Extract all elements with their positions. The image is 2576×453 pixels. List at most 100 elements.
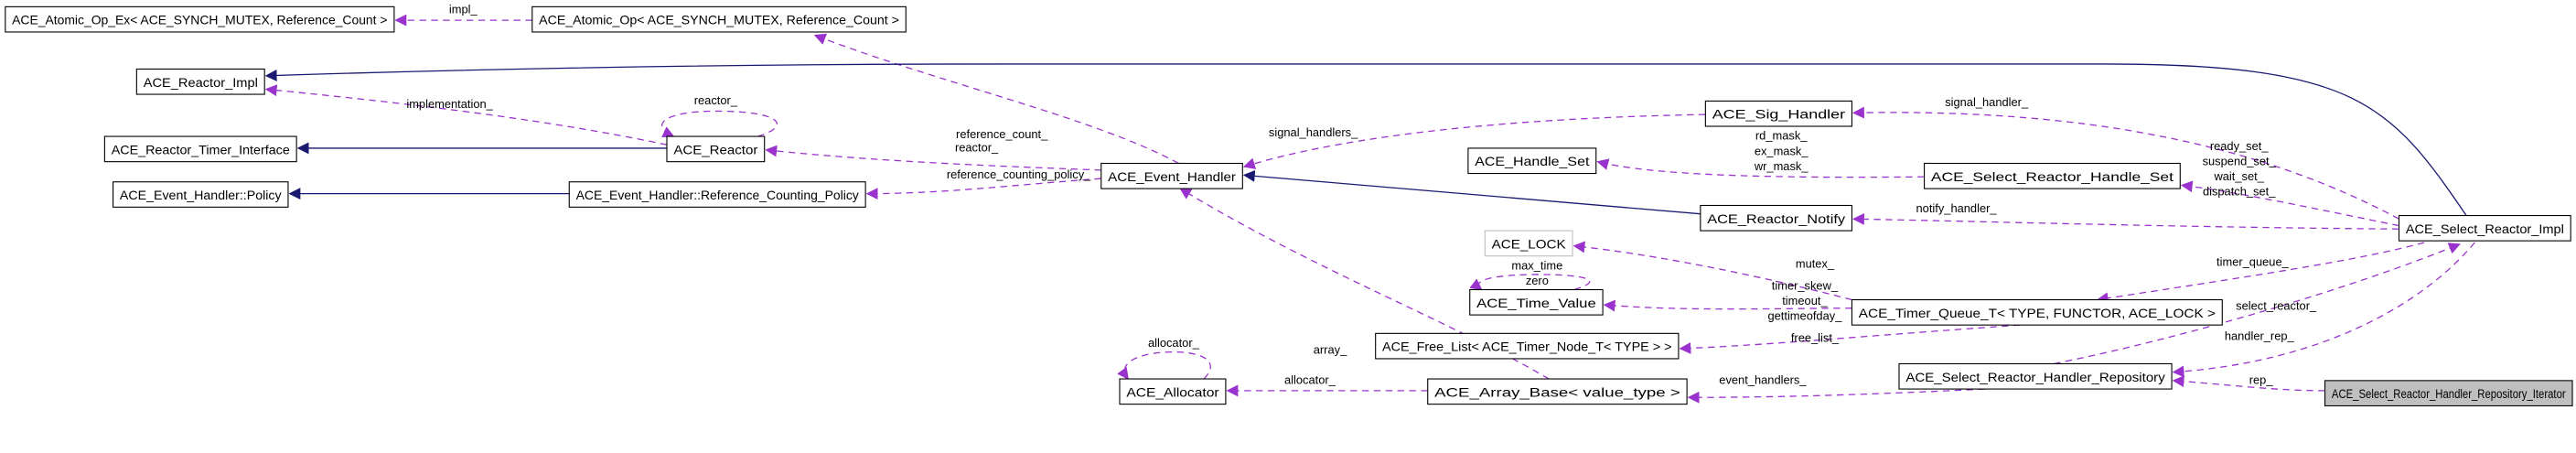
edge-label: free_list_ [1791,331,1840,345]
edge-label: gettimeofday_ [1767,309,1842,323]
usage-arrow [1852,106,2399,220]
edge-select-reactor-impl-to-reactor-notify: notify_handler_ [1852,201,2399,230]
node-select-reactor-impl[interactable]: ACE_Select_Reactor_Impl [2398,214,2571,242]
node-label: ACE_Event_Handler::Reference_Counting_Po… [576,188,859,202]
node-atomic-op[interactable]: ACE_Atomic_Op< ACE_SYNCH_MUTEX, Referenc… [531,5,907,33]
node-box [1851,298,2223,326]
node-box [2324,380,2573,407]
usage-arrow [765,145,1101,171]
node-atomic-op-ex[interactable]: ACE_Atomic_Op_Ex< ACE_SYNCH_MUTEX, Refer… [5,5,395,33]
usage-arrow [2180,180,2399,227]
node-label: ACE_Reactor [673,142,757,156]
edge-select-reactor-impl-to-timer-queue: timer_queue_ [2096,242,2425,305]
edge-label: allocator_ [1148,336,1200,350]
node-handler-repository[interactable]: ACE_Select_Reactor_Handler_Repository [1898,362,2173,390]
usage-arrow [1596,158,1925,178]
node-ace-lock[interactable]: ACE_LOCK [1484,230,1573,257]
usage-arrow [1852,213,2399,230]
usage-arrow [1117,351,1211,381]
edge-label: zero [1526,274,1549,287]
usage-arrow [1687,386,2021,404]
node-label: ACE_LOCK [1492,236,1567,251]
edge-label: impl_ [449,3,478,16]
edge-label: timer_queue_ [2216,255,2290,269]
node-box [1484,230,1573,257]
edge-label: timer_skew_ [1772,279,1839,293]
node-box [666,135,766,163]
node-reactor[interactable]: ACE_Reactor [666,135,766,163]
node-box [1100,162,1243,189]
node-reactor-notify[interactable]: ACE_Reactor_Notify [1700,204,1853,232]
node-event-handler[interactable]: ACE_Event_Handler [1100,162,1243,189]
node-box [1700,204,1853,232]
node-label: ACE_Reactor_Impl [144,75,258,90]
node-sr-handle-set[interactable]: ACE_Select_Reactor_Handle_Set [1924,162,2181,189]
node-box [1119,378,1227,405]
node-label: ACE_Reactor_Notify [1707,211,1845,226]
edge-label: ex_mask_ [1755,144,1809,157]
node-reactor-impl[interactable]: ACE_Reactor_Impl [135,68,265,95]
edge-label: suspend_set_ [2203,154,2277,167]
edge-label: dispatch_set_ [2203,184,2276,198]
node-label: ACE_Timer_Queue_T< TYPE, FUNCTOR, ACE_LO… [1859,306,2216,320]
node-box [1898,362,2173,390]
edge-label: event_handlers_ [1719,373,1807,387]
node-box [1427,378,1688,405]
usage-arrow [1603,299,1852,312]
node-box [568,181,866,208]
edge-label: select_reactor_ [2236,299,2317,313]
edge-timer-queue-to-free-list: free_list_ [1679,324,2021,354]
edge-sr-handle-set-to-handle-set: rd_mask_ex_mask_wr_mask_ [1596,129,1925,178]
node-allocator[interactable]: ACE_Allocator [1119,378,1227,405]
usage-arrow [2172,375,2325,392]
edge-select-reactor-impl-to-sig-handler: signal_handler_ [1852,95,2399,220]
node-box [2398,214,2571,242]
edge-allocator-to-allocator: allocator_ [1117,336,1211,381]
node-label: ACE_Atomic_Op_Ex< ACE_SYNCH_MUTEX, Refer… [12,13,387,27]
edge-label: reference_count_ [956,127,1048,141]
edge-label: reactor_ [955,141,999,155]
edge-select-reactor-impl-to-handler-repository: handler_rep_ [2172,242,2475,378]
node-sig-handler[interactable]: ACE_Sig_Handler [1704,100,1853,127]
inheritance-arrow [264,63,2467,216]
node-timer-queue[interactable]: ACE_Timer_Queue_T< TYPE, FUNCTOR, ACE_LO… [1851,298,2223,326]
node-label: ACE_Select_Reactor_Handler_Repository [1905,370,2164,384]
edge-sig-handler-to-event-handler: signal_handlers_ [1242,113,1706,169]
edge-event-handler-to-ref-counting-policy: reference_counting_policy_ [865,167,1101,200]
node-box [1467,147,1597,175]
usage-arrow [1469,274,1591,291]
node-ref-counting-policy[interactable]: ACE_Event_Handler::Reference_Counting_Po… [568,181,866,208]
edge-label: reactor_ [694,93,738,107]
usage-arrow [661,110,778,137]
edge-reactor-to-reactor: reactor_ [661,93,778,137]
node-label: ACE_Time_Value [1476,296,1596,310]
edge-reactor-notify-to-event-handler [1242,169,1701,215]
node-label: ACE_Select_Reactor_Handler_Repository_It… [2332,386,2566,401]
edge-event-handler-to-atomic-op: reference_count_ [813,33,1179,165]
node-time-value[interactable]: ACE_Time_Value [1469,288,1604,316]
node-reactor-timer-interface[interactable]: ACE_Reactor_Timer_Interface [103,135,297,163]
usage-arrow [2172,242,2475,378]
node-label: ACE_Select_Reactor_Impl [2406,221,2564,236]
edge-select-reactor-impl-to-sr-handle-set: ready_set_suspend_set_wait_set_dispatch_… [2180,139,2399,227]
node-free-list[interactable]: ACE_Free_List< ACE_Timer_Node_T< TYPE > … [1375,332,1680,360]
nodes: ACE_Atomic_Op_Ex< ACE_SYNCH_MUTEX, Refer… [5,5,2573,407]
node-label: ACE_Allocator [1126,384,1219,399]
edge-label: signal_handler_ [1945,95,2029,109]
edge-label: reference_counting_policy_ [947,167,1091,181]
node-handle-set[interactable]: ACE_Handle_Set [1467,147,1597,175]
edge-label: ready_set_ [2210,139,2270,153]
node-policy[interactable]: ACE_Event_Handler::Policy [113,181,289,208]
edge-label: max_time [1511,258,1562,272]
node-label: ACE_Event_Handler::Policy [120,188,282,202]
node-array-base[interactable]: ACE_Array_Base< value_type > [1427,378,1688,405]
usage-arrow [1242,113,1706,169]
usage-arrow [264,84,668,146]
edge-handler-repository-to-array-base: event_handlers_ [1687,373,2021,404]
node-label: ACE_Reactor_Timer_Interface [112,142,290,156]
edge-label: mutex_ [1796,257,1835,271]
edge-label: notify_handler_ [1916,201,1998,215]
edge-array-base-to-allocator: allocator_ [1226,373,1428,397]
node-box [1375,332,1680,360]
